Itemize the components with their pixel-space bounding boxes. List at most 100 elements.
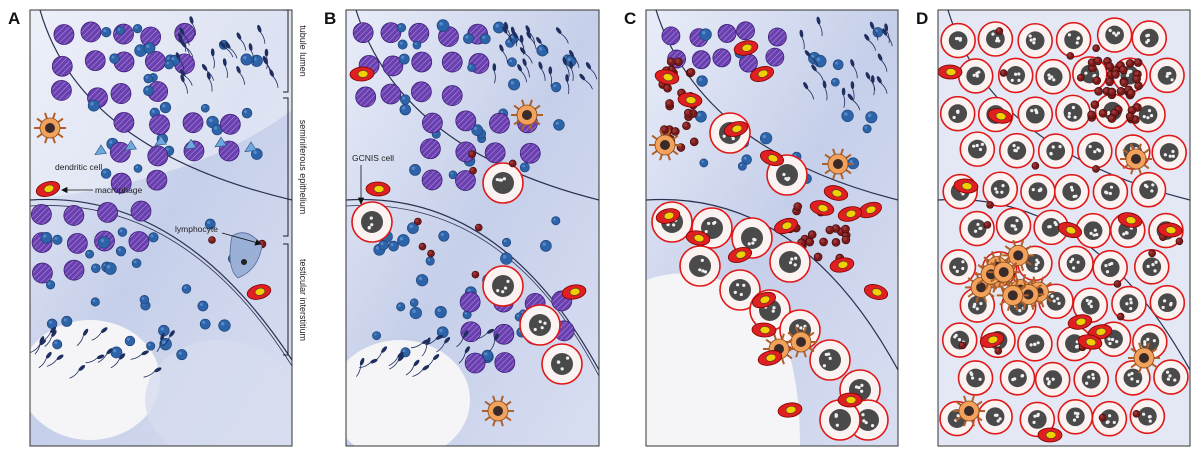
lymphocyte-cell <box>841 235 851 245</box>
spermatocyte-cell <box>661 26 681 46</box>
lymphocyte-cell <box>1107 87 1117 97</box>
lymphocyte-cell <box>671 127 680 136</box>
sperm-cell <box>882 28 893 47</box>
lymphocyte-cell <box>1111 70 1120 79</box>
spermatogonium-cell <box>143 42 156 54</box>
sperm-cell <box>525 25 536 44</box>
gcnis-cell <box>1055 94 1091 131</box>
spermatogonium-cell <box>416 274 429 287</box>
spermatocyte-cell <box>455 110 477 132</box>
spermatogonium-cell <box>159 337 172 351</box>
lymphocyte-cell <box>1116 87 1126 96</box>
macrophage-cell <box>1037 427 1063 443</box>
spermatocyte-cell <box>419 138 441 160</box>
macrophage-cell <box>1077 334 1103 350</box>
spermatogonium-cell <box>110 346 123 359</box>
macrophage-cell <box>809 200 835 216</box>
sperm-cell <box>69 365 86 379</box>
lymphocyte-cell <box>1116 312 1125 321</box>
interstitial-cell <box>229 232 263 279</box>
lymphocyte-cell <box>958 341 967 350</box>
sperm-cell <box>175 52 185 71</box>
lymphocyte-cell <box>1125 59 1135 68</box>
lymphocyte-cell <box>1134 81 1143 91</box>
lymphocyte-cell <box>1092 44 1100 53</box>
spermatocyte-cell <box>493 323 515 345</box>
panel-letter-c: C <box>624 9 636 28</box>
cells-b <box>349 19 598 427</box>
gcnis-cell <box>351 201 393 243</box>
gcnis-cell <box>1034 361 1071 398</box>
sperm-cell <box>504 21 512 42</box>
sperm-cell <box>522 58 530 78</box>
gcnis-cell <box>977 21 1014 57</box>
lymphocyte-cell <box>1092 76 1102 85</box>
sperm-cell <box>492 63 497 84</box>
gcnis-cell <box>1017 96 1054 132</box>
macrophage-cell <box>1058 221 1082 239</box>
macrophage-cell <box>1157 222 1183 238</box>
spermatocyte-cell <box>441 85 463 106</box>
sperm-cell <box>526 31 537 50</box>
spermatogonium-cell <box>551 216 561 226</box>
spermatogonium-cell <box>164 59 174 70</box>
lymphocyte-cell <box>807 230 817 239</box>
sperm-cell <box>841 87 846 108</box>
sperm-cell <box>162 330 175 347</box>
macrophage-cell <box>829 257 855 273</box>
spermatocyte-cell <box>382 55 404 77</box>
macrophage-cell <box>979 332 1005 348</box>
spermatocyte-cell <box>66 233 88 254</box>
sperm-cell <box>236 66 246 85</box>
spermatocyte-cell <box>460 321 482 343</box>
spermatogonium-cell <box>115 246 127 257</box>
sertoli-cell <box>184 138 197 150</box>
spermatocyte-cell <box>422 112 443 134</box>
spermatocyte-cell <box>408 22 430 44</box>
spermatogonium-cell <box>98 236 111 249</box>
spermatocyte-cell <box>464 352 486 374</box>
spermatogonium-cell <box>158 324 170 337</box>
sperm-cell <box>803 82 815 100</box>
macrophage-cell <box>749 66 775 82</box>
gcnis-cell <box>941 322 978 358</box>
macrophage-cell <box>727 247 753 263</box>
gcnis-cell <box>1131 20 1168 56</box>
label-macrophage: macrophage <box>95 185 143 195</box>
lymphocyte-cell <box>986 201 994 209</box>
gcnis-cell <box>957 58 994 94</box>
spermatogonium-cell <box>448 170 458 180</box>
lymphocyte-cell <box>427 249 435 258</box>
spermatogonium-cell <box>45 280 56 290</box>
spermatogonium-cell <box>396 23 407 33</box>
sperm-cell <box>156 332 165 352</box>
spermatogonium-cell <box>176 349 188 361</box>
sperm-cell <box>219 41 234 58</box>
lymphocyte-cell <box>1132 74 1141 84</box>
lymphocyte-cell <box>1118 65 1128 75</box>
spermatocyte-cell <box>519 142 541 164</box>
spermatogonium-cell <box>409 163 421 176</box>
lymphocyte-cell <box>1105 77 1114 87</box>
gcnis-cell <box>1035 58 1071 95</box>
gcnis-cell <box>819 399 861 441</box>
spermatogonium-cell <box>830 77 840 87</box>
spermatogonium-cell <box>471 124 484 136</box>
gcnis-cell <box>1019 401 1056 438</box>
gcnis-cell <box>995 207 1032 244</box>
spermatocyte-cell <box>32 262 53 284</box>
dendritic-cell <box>953 395 985 427</box>
spermatogonium-cell <box>462 310 472 320</box>
spermatogonium-cell <box>204 218 216 230</box>
macrophage-cell <box>774 217 798 235</box>
sperm-cell <box>456 330 469 348</box>
gcnis-cell <box>1111 285 1147 322</box>
spermatogonium-cell <box>699 158 709 168</box>
macrophage-cell <box>685 230 711 246</box>
spermatogonium-cell <box>85 249 94 259</box>
macrophage-cell <box>561 284 587 300</box>
cells-a <box>30 16 279 379</box>
spermatocyte-cell <box>110 83 132 104</box>
spermatogonium-cell <box>438 230 450 242</box>
